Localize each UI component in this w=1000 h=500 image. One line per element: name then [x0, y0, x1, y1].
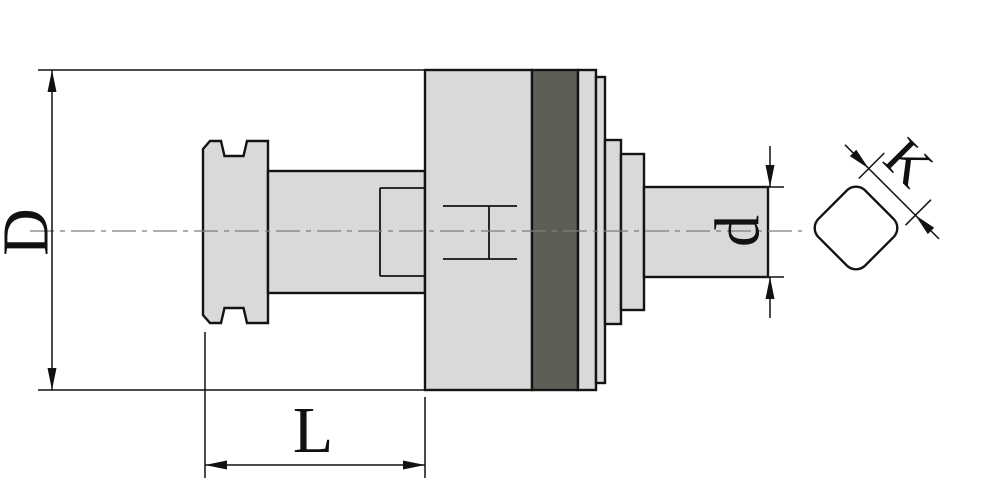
tap-shank — [642, 185, 770, 279]
arrowhead — [849, 149, 869, 169]
flange-internal-detail — [443, 205, 517, 260]
dimension-label-d: d — [702, 215, 773, 247]
arrowhead — [403, 460, 425, 470]
dimension-L: L — [204, 332, 426, 478]
arrowhead — [765, 165, 775, 187]
arrowhead — [205, 460, 227, 470]
extension-line — [904, 199, 932, 226]
step-disc-outer — [603, 138, 623, 326]
arrowhead — [47, 368, 57, 390]
extension-line — [858, 152, 885, 180]
tap-square-end-view: K — [813, 127, 944, 271]
internal-bore-lines — [379, 187, 425, 277]
dimension-D: D — [0, 69, 424, 391]
tap-adapter-side-view — [201, 68, 770, 392]
collet-groove-collar — [201, 139, 270, 325]
step-disc-inner — [619, 152, 646, 312]
square-cross-section — [813, 185, 899, 271]
dimension-label-L: L — [293, 394, 333, 467]
dimension-d: d — [702, 146, 784, 318]
dark-adjustment-ring — [530, 68, 580, 392]
collet-body-cylinder — [266, 169, 427, 295]
arrowhead — [47, 70, 57, 92]
dimension-label-D: D — [0, 208, 63, 256]
retainer-ring-thin — [594, 75, 607, 385]
arrowhead — [915, 215, 935, 235]
dimension-label-K: K — [872, 127, 944, 199]
clutch-flange — [423, 68, 534, 392]
spacer-ring — [576, 68, 598, 392]
arrowhead — [765, 277, 775, 299]
